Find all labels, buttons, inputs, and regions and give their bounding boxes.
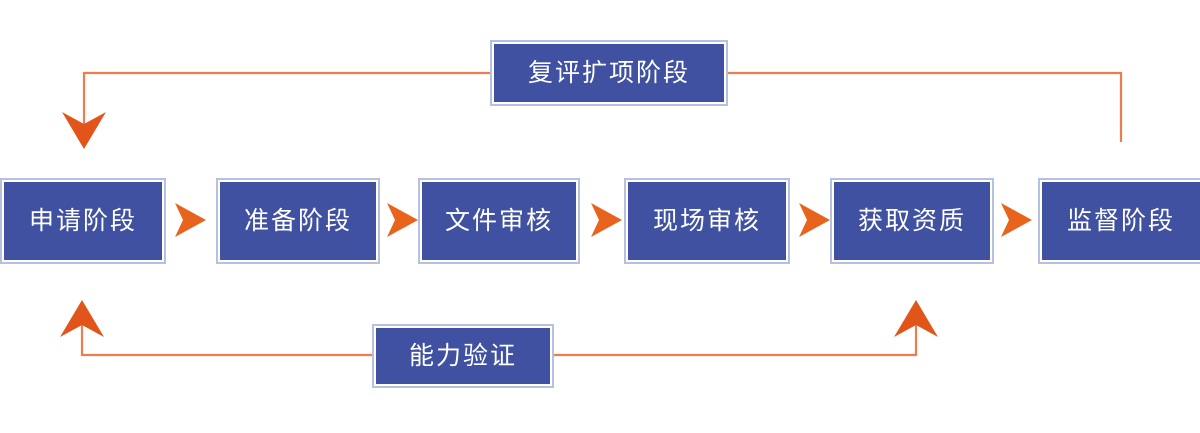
node-label-preparation-stage: 准备阶段 — [243, 206, 352, 235]
top-loop-arrowhead-down — [62, 112, 106, 149]
node-obtain-qualification[interactable]: 获取资质 — [830, 178, 994, 264]
node-preparation-stage[interactable]: 准备阶段 — [216, 178, 380, 264]
node-document-review[interactable]: 文件审核 — [418, 178, 580, 264]
node-label-reassessment-expansion-stage: 复评扩项阶段 — [527, 58, 690, 87]
node-supervision-stage[interactable]: 监督阶段 — [1038, 178, 1200, 264]
chevron-right-icon-4 — [799, 203, 830, 237]
bottom-loop-arrowhead-left-up — [60, 300, 104, 337]
node-label-onsite-audit: 现场审核 — [652, 206, 761, 235]
node-proficiency-testing[interactable]: 能力验证 — [372, 324, 554, 388]
bottom-loop-arrowhead-right-up — [894, 300, 938, 337]
chevron-right-icon-1 — [175, 203, 206, 237]
node-label-obtain-qualification: 获取资质 — [857, 206, 966, 235]
chevron-right-icon-3 — [591, 203, 622, 237]
node-onsite-audit[interactable]: 现场审核 — [624, 178, 790, 264]
node-label-supervision-stage: 监督阶段 — [1066, 206, 1175, 235]
node-label-document-review: 文件审核 — [444, 206, 553, 235]
node-label-application-stage: 申请阶段 — [28, 206, 137, 235]
node-reassessment-expansion-stage[interactable]: 复评扩项阶段 — [490, 40, 728, 106]
node-application-stage[interactable]: 申请阶段 — [0, 178, 166, 264]
node-label-proficiency-testing: 能力验证 — [408, 341, 517, 370]
chevron-right-icon-2 — [387, 203, 418, 237]
chevron-right-icon-5 — [1001, 203, 1032, 237]
